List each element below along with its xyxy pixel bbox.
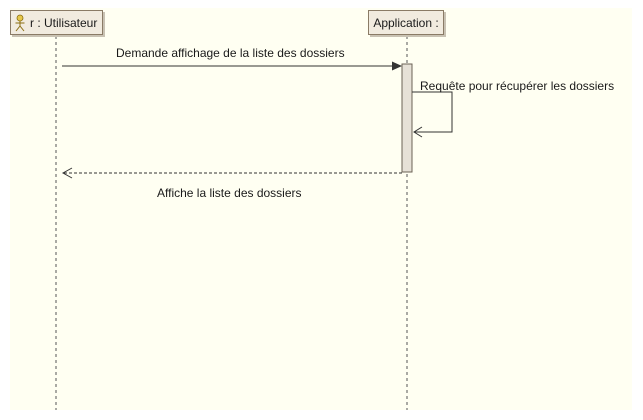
message-self-call-line[interactable] [412,91,453,133]
message-request-label: Demande affichage de la liste des dossie… [116,46,345,60]
actor-stick-figure-icon [15,14,25,31]
actor-participant-label: r : Utilisateur [30,15,98,30]
application-participant-header[interactable]: Application : [368,10,444,35]
message-self-call-arrowhead [413,126,423,138]
application-participant-label: Application : [373,15,439,30]
message-request-arrowhead [392,61,402,71]
diagram-canvas [10,8,632,410]
application-activation-bar[interactable] [401,63,413,173]
actor-participant-header[interactable]: r : Utilisateur [10,10,103,35]
message-return-label: Affiche la liste des dossiers [157,186,302,200]
message-return-arrowhead [61,167,73,179]
message-self-call-label: Requête pour récupérer les dossiers [420,79,615,93]
